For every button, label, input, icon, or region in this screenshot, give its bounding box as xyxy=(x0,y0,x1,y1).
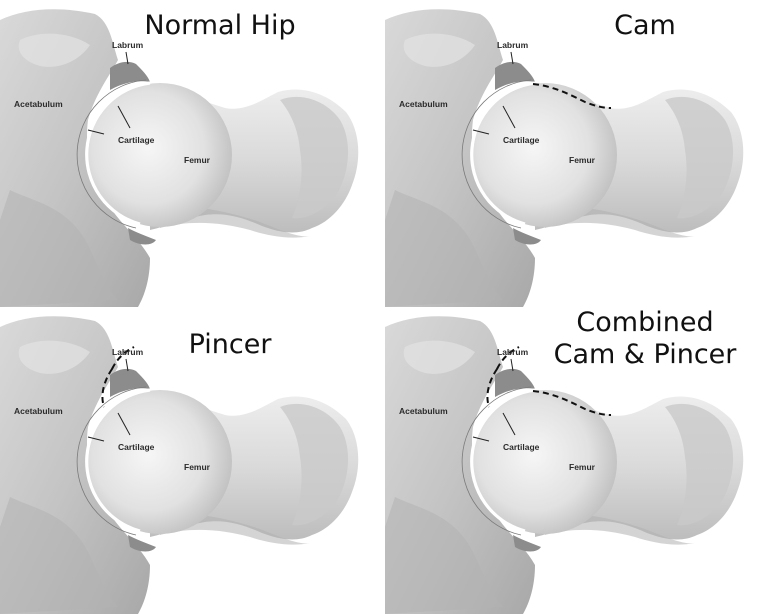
femur-label: Femur xyxy=(184,155,210,165)
panel-title: Cam xyxy=(585,10,705,42)
cartilage-label: Cartilage xyxy=(118,135,154,145)
acetabulum-label: Acetabulum xyxy=(14,99,63,109)
hip-illustration xyxy=(385,0,770,307)
panel-title: Normal Hip xyxy=(80,10,360,42)
panel-title-line: Cam & Pincer xyxy=(525,339,765,371)
panel-title-line: Pincer xyxy=(120,329,340,361)
acetabulum-label: Acetabulum xyxy=(399,406,448,416)
labrum-label: Labrum xyxy=(112,40,143,50)
acetabulum-label: Acetabulum xyxy=(399,99,448,109)
labrum-label: Labrum xyxy=(112,347,143,357)
labrum-label: Labrum xyxy=(497,40,528,50)
panel-title-line: Combined xyxy=(525,307,765,339)
acetabulum-label: Acetabulum xyxy=(14,406,63,416)
panel-title-line: Cam xyxy=(585,10,705,42)
hip-diagram-panel-2: Cam Labrum Acetabulum Cartilage Femur xyxy=(385,0,770,307)
hip-diagram-panel-3: Pincer Labrum Acetabulum Cartilage Femur xyxy=(0,307,385,614)
hip-illustration xyxy=(0,0,385,307)
hip-diagram-panel-1: Normal Hip Labrum Acetabulum Cartilage F… xyxy=(0,0,385,307)
labrum-label: Labrum xyxy=(497,347,528,357)
cartilage-label: Cartilage xyxy=(503,135,539,145)
panel-title: Pincer xyxy=(120,329,340,361)
femur-label: Femur xyxy=(184,462,210,472)
panel-title-line: Normal Hip xyxy=(80,10,360,42)
femur-label: Femur xyxy=(569,155,595,165)
cartilage-label: Cartilage xyxy=(503,442,539,452)
femur-label: Femur xyxy=(569,462,595,472)
cartilage-label: Cartilage xyxy=(118,442,154,452)
